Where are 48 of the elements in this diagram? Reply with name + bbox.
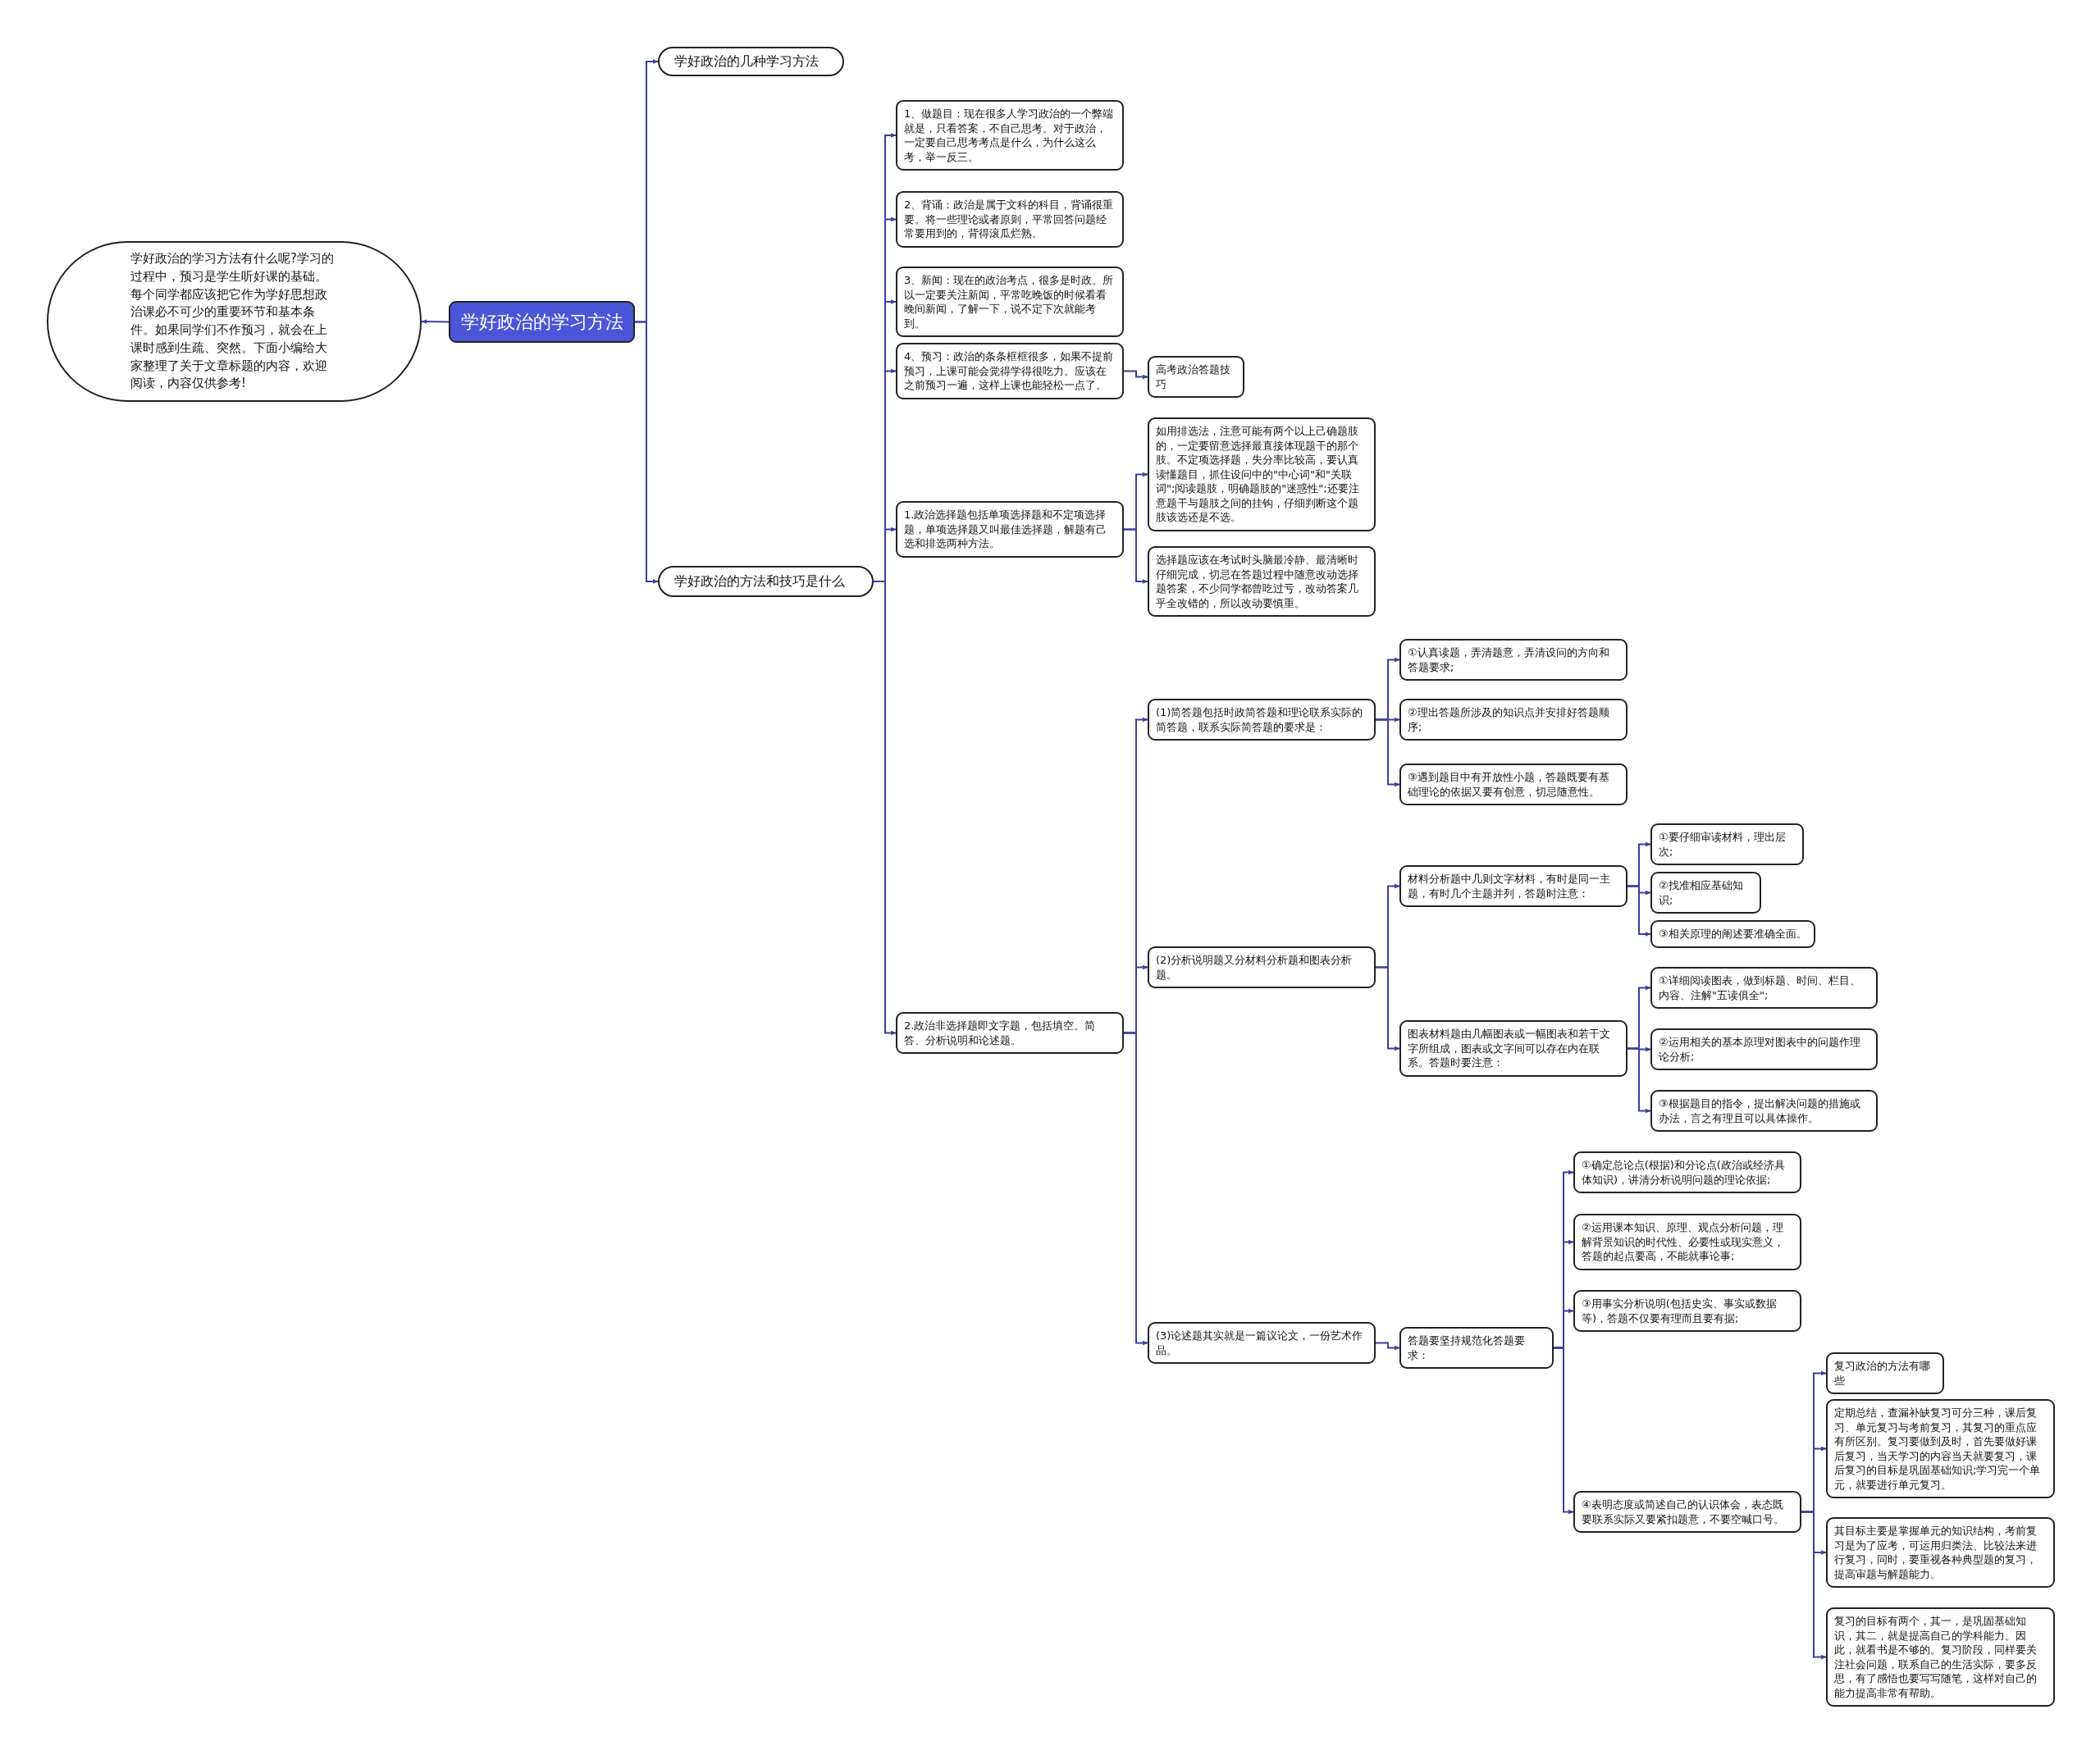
topic-box: 4、预习：政治的条条框框很多，如果不提前预习，上课可能会觉得学得很吃力。应该在之前预习一遍，这样上课也能轻松一点了。 [896, 343, 1124, 399]
topic-box: 选择题应该在考试时头脑最冷静、最清晰时仔细完成，切忌在答题过程中随意改动选择题答案，不少同学都曾吃过亏，改动答案几乎全改错的，所以改动要慎重。 [1148, 546, 1376, 618]
topic-box: 1.政治选择题包括单项选择题和不定项选择题，单项选择题又叫最佳选择题，解题有己选和排选两种方法。 [896, 501, 1124, 558]
topic-box: 复习的目标有两个，其一，是巩固基础知识，其二，就是提高自己的学科能力。因此，就看书是不够的。复习阶段，同样要关注社会问题，联系自己的生活实际，要多反思，有了感悟也要写写随笔，这样对自己的能力提高非常有帮助。 [1826, 1607, 2055, 1707]
connector-arrow [1375, 718, 1400, 787]
connector-arrow [1801, 1511, 1827, 1660]
summary-bubble: 学好政治的学习方法有什么呢?学习的过程中，预习是学生听好课的基础。每个同学都应该把它作为学好思想政治课必不可少的重要环节和基本条件。如果同学们不作预习，就会在上课时感到生疏、突然。下面小编给大家整理了关于文章标题的内容，欢迎阅读，内容仅供参考! [47, 241, 422, 402]
topic-box: ①详细阅读图表，做到标题、时间、栏目、内容、注解"五读俱全"; [1650, 967, 1878, 1010]
connector-arrow [1553, 1347, 1574, 1515]
topic-box: ②理出答题所涉及的知识点并安排好答题顺序; [1399, 699, 1628, 741]
topic-box: ①认真读题，弄清题意，弄清设问的方向和答题要求; [1399, 639, 1628, 682]
topic-box: 如用排选法，注意可能有两个以上己确题肢的，一定要留意选择最直接体现题干的那个肢。不定项选择题，失分率比较高，要认真读懂题目，抓住设问中的"中心词"和"关联词";阅读题肢，明确题肢的"迷惑性";还要注意题干与题肢之间的挂钩，仔细判断这个题肢该选还是不选。 [1148, 417, 1376, 531]
central-topic-box: 学好政治的学习方法 [449, 301, 635, 343]
topic-box: ③相关原理的阐述要准确全面。 [1650, 920, 1815, 948]
topic-box: ④表明态度或简述自己的认识体会，表态既要联系实际又要紧扣题意，不要空喊口号。 [1573, 1491, 1801, 1534]
topic-box: ②运用课本知识、原理、观点分析问题，理解背景知识的时代性、必要性或现实意义，答题的起点要高，不能就事论事; [1573, 1214, 1801, 1270]
topic-box: ①要仔细审读材料，理出层次; [1650, 823, 1804, 866]
topic-box: 复习政治的方法有哪些 [1826, 1352, 1944, 1395]
topic-box: 2.政治非选择题即文字题，包括填空。简答、分析说明和论述题。 [896, 1012, 1124, 1055]
topic-box: ③用事实分析说明(包括史实、事实或数据等)，答题不仅要有理而且要有据; [1573, 1290, 1801, 1333]
topic-box: (2)分析说明题又分材料分析题和图表分析题。 [1148, 946, 1376, 989]
connector-arrow [1123, 370, 1148, 380]
topic-box: 1、做题目：现在很多人学习政治的一个弊端就是，只看答案，不自己思考。对于政治，一定要自己思考考点是什么，为什么这么考，举一反三。 [896, 100, 1124, 171]
connector-arrow [634, 321, 659, 584]
connector-arrow [1627, 885, 1651, 937]
topic-box: ③遇到题目中有开放性小题，答题既要有基础理论的依据又要有创意，切忌随意性。 [1399, 764, 1628, 806]
topic-box: 材料分析题中几则文字材料，有时是同一主题，有时几个主题并列，答题时注意： [1399, 865, 1628, 908]
connector-arrow [1375, 966, 1400, 1051]
topic-box: 答题要坚持规范化答题要求： [1399, 1327, 1554, 1370]
connector-arrow [1375, 1342, 1400, 1351]
topic-box: ②找准相应基础知识; [1650, 872, 1761, 914]
topic-box: ③根据题目的指令，提出解决问题的措施或办法，言之有理且可以具体操作。 [1650, 1090, 1878, 1133]
connector-arrow [1123, 1032, 1148, 1346]
topic-box: 高考政治答题技巧 [1148, 356, 1244, 399]
topic-box: ①确定总论点(根据)和分论点(政治或经济具体知识)，讲清分析说明问题的理论依据; [1573, 1151, 1801, 1194]
topic-box: ②运用相关的基本原理对图表中的问题作理论分析; [1650, 1028, 1878, 1071]
topic-box: 学好政治的方法和技巧是什么 [658, 566, 874, 597]
topic-box: 定期总结，查漏补缺复习可分三种，课后复习、单元复习与考前复习，其复习的重点应有所区别。复习要做到及时，首先要做好课后复习，当天学习的内容当天就要复习，课后复习的目标是巩固基础知识;学习完一个单元，就要进行单元复习。 [1826, 1399, 2055, 1499]
topic-box: (3)论述题其实就是一篇议论文，一份艺术作品。 [1148, 1322, 1376, 1365]
topic-box: (1)简答题包括时政简答题和理论联系实际的简答题，联系实际简答题的要求是： [1148, 699, 1376, 741]
topic-box: 2、背诵：政治是属于文科的科目，背诵很重要。将一些理论或者原则，平常回答问题经常要用到的，背得滚瓜烂熟。 [896, 191, 1124, 248]
topic-box: 学好政治的几种学习方法 [658, 47, 844, 76]
connector-arrow [421, 319, 450, 324]
connector-arrow [1123, 528, 1148, 584]
topic-box: 3、新闻：现在的政治考点，很多是时政。所以一定要关注新闻，平常吃晚饭的时候看看晚间新闻，了解一下，说不定下次就能考到。 [896, 267, 1124, 338]
topic-box: 其目标主要是掌握单元的知识结构，考前复习是为了应考，可运用归类法、比较法来进行复习，同时，要重视各种典型题的复习，提高审题与解题能力。 [1826, 1517, 2055, 1589]
connector-arrow [1627, 1047, 1651, 1114]
topic-box: 图表材料题由几幅图表或一幅图表和若干文字所组成，图表或文字间可以存在内在联系。答题时要注意： [1399, 1020, 1628, 1077]
